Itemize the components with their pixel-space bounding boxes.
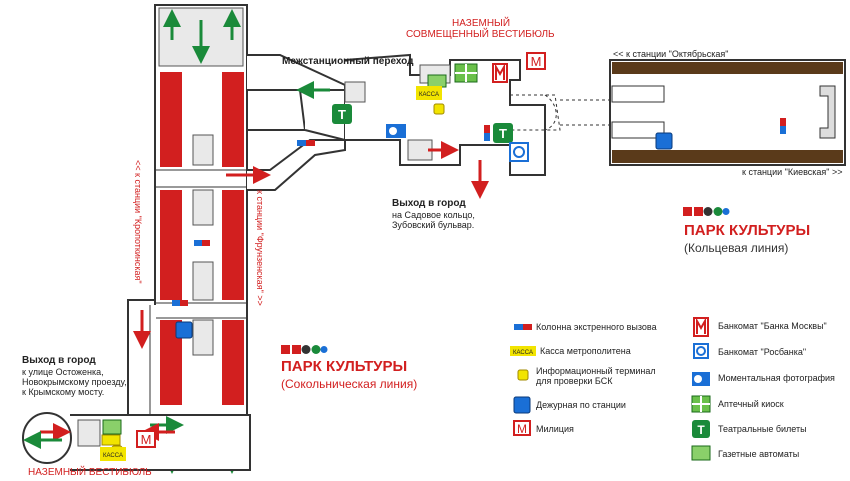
sokol-station-hall <box>154 4 248 471</box>
legend-label-rosbank: Банкомат "Росбанка" <box>718 347 807 357</box>
to-frunzenskaya: к станции "Фрунзенская" >> <box>255 190 265 306</box>
legend-label-theatre: Театральные билеты <box>718 424 807 434</box>
ring-station-hall <box>609 59 846 166</box>
svg-text:М: М <box>531 54 542 69</box>
svg-text:М: М <box>141 432 152 447</box>
legend-label-bank-moscow: Банкомат "Банка Москвы" <box>718 321 827 331</box>
legend-label-pharmacy: Аптечный киоск <box>718 399 784 409</box>
exit-left-line-3: к Крымскому мосту. <box>22 387 105 397</box>
svg-text:КАССА: КАССА <box>419 92 439 98</box>
sokol-station-name: ПАРК КУЛЬТУРЫ <box>281 358 408 375</box>
legend-label-emergency: Колонна экстренного вызова <box>536 322 657 332</box>
exit-right-line-2: Зубовский бульвар. <box>392 220 475 230</box>
sokol-station-line: (Сокольническая линия) <box>281 377 418 391</box>
legend-label-newspaper: Газетные автоматы <box>718 449 800 459</box>
exit-left-line-1: к улице Остоженка, <box>22 367 104 377</box>
ring-station-logo <box>683 207 730 216</box>
ground-combined-label-1: НАЗЕМНЫЙ <box>452 18 511 29</box>
ring-station-name: ПАРК КУЛЬТУРЫ <box>684 222 811 239</box>
legend-label-photo: Моментальная фотография <box>718 373 835 383</box>
svg-text:КАССА: КАССА <box>103 453 123 459</box>
legend-label-kassa: Касса метрополитена <box>540 346 631 356</box>
ring-station-line: (Кольцевая линия) <box>684 241 789 255</box>
ground-vestibule-label: НАЗЕМНЫЙ ВЕСТИБЮЛЬ <box>28 467 152 478</box>
to-kievskaya: к станции "Киевская" >> <box>742 167 843 177</box>
sokol-station-logo <box>281 345 328 354</box>
transfer-label: Межстанционный переход <box>282 56 414 67</box>
svg-text:Т: Т <box>697 423 705 437</box>
ground-combined-label-2: СОВМЕЩЕННЫЙ ВЕСТИБЮЛЬ <box>406 29 555 40</box>
exit-right-title: Выход в город <box>392 198 466 209</box>
to-kropotkinskaya: << к станции "Кропоткинская" <box>133 160 143 284</box>
legend-label-duty: Дежурная по станции <box>536 400 626 410</box>
svg-text:Т: Т <box>499 126 507 141</box>
theatre-icon-label: Т <box>338 107 346 122</box>
to-oktyabrskaya: << к станции "Октябрьская" <box>613 49 729 59</box>
legend-icons: КАССА М Т <box>510 324 711 461</box>
legend-label-police: Милиция <box>536 424 574 434</box>
svg-text:М: М <box>517 422 527 436</box>
svg-text:КАССА: КАССА <box>513 350 533 356</box>
exit-right-line-1: на Садовое кольцо, <box>392 210 475 220</box>
exit-left-line-2: Новокрымскому проезду, <box>22 377 127 387</box>
exit-left-title: Выход в город <box>22 355 96 366</box>
legend-label-terminal: Информационный терминал для проверки БСК <box>536 366 656 386</box>
